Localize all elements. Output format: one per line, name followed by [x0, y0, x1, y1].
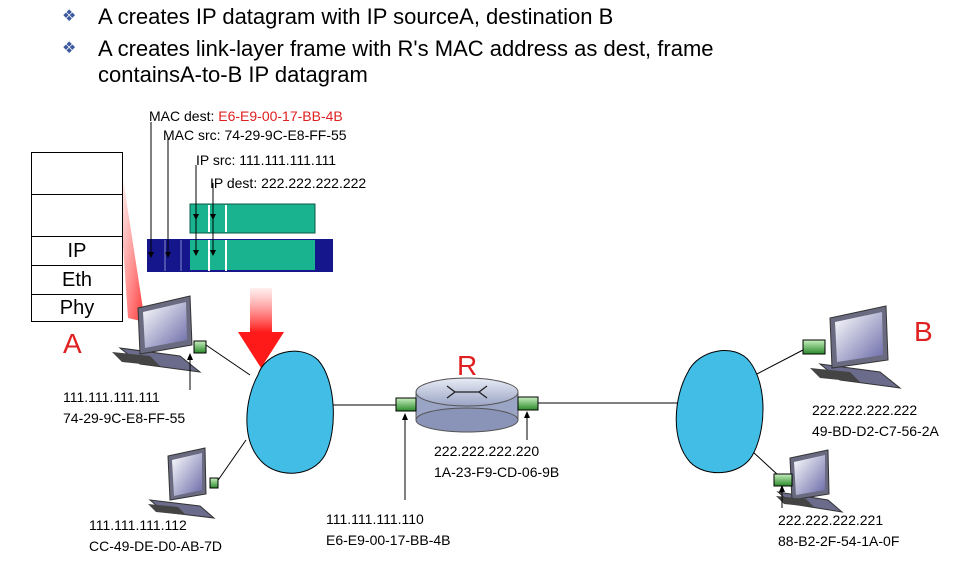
- host-a-computer-icon: [112, 295, 202, 373]
- mac-dest-prefix: MAC dest:: [149, 108, 219, 124]
- down-arrow-icon: [238, 288, 284, 368]
- router-letter: R: [457, 350, 478, 381]
- host-b-mac: 49-BD-D2-C7-56-2A: [812, 423, 939, 439]
- router-right-mac: 1A-23-F9-CD-06-9B: [434, 464, 560, 480]
- stack-layer-eth: Eth: [31, 265, 123, 294]
- host-right-lower-ip: 222.222.222.221: [778, 512, 884, 528]
- host-lower-left-nic: [209, 477, 219, 489]
- host-lower-left-computer-icon: [148, 447, 216, 519]
- bullet-2-text: A creates link-layer frame with R's MAC …: [98, 36, 714, 61]
- host-a-nic: [193, 340, 207, 354]
- router-right-ip: 222.222.222.220: [434, 443, 540, 459]
- stack-layer-ip: IP: [31, 236, 123, 265]
- host-right-lower-computer-icon: [776, 449, 844, 513]
- stack-layer-phy: Phy: [31, 294, 123, 322]
- mac-dest-value: E6-E9-00-17-BB-4B: [218, 108, 343, 124]
- host-b-letter: B: [914, 316, 933, 347]
- frame-payload-box: [190, 240, 315, 270]
- stack-to-host-pointer: [118, 172, 145, 322]
- mac-src-label: MAC src: 74-29-9C-E8-FF-55: [163, 127, 347, 143]
- mac-dest-label: MAC dest: E6-E9-00-17-BB-4B: [149, 108, 343, 124]
- router-left-mac: E6-E9-00-17-BB-4B: [326, 532, 451, 548]
- router-left-nic: [395, 397, 417, 412]
- bullet-mark-icon: ❖: [62, 40, 77, 57]
- host-a-ip: 111.111.111.111: [63, 389, 160, 405]
- bullet-mark-icon: ❖: [62, 8, 77, 25]
- host-a-mac: 74-29-9C-E8-FF-55: [63, 410, 186, 426]
- host-right-lower-mac: 88-B2-2F-54-1A-0F: [778, 533, 900, 549]
- router-right-nic: [517, 396, 539, 411]
- router-icon: [415, 377, 519, 433]
- stack-layer-application: [31, 152, 123, 194]
- host-b-computer-icon: [810, 305, 902, 389]
- host-a-letter: A: [63, 328, 82, 359]
- host-b-ip: 222.222.222.222: [812, 402, 918, 418]
- frame-diagram: [147, 122, 333, 272]
- stack-layer-transport: [31, 194, 123, 236]
- host-lower-left-ip: 111.111.111.112: [89, 517, 187, 533]
- ip-dest-label: IP dest: 222.222.222.222: [210, 175, 367, 191]
- host-b-nic: [802, 339, 826, 355]
- bullet-1-text: A creates IP datagram with IP sourceA, d…: [98, 4, 614, 29]
- left-subnet-cloud: [246, 350, 334, 474]
- bullet-2-text-line2: containsA-to-B IP datagram: [98, 62, 368, 87]
- right-subnet-cloud: [675, 350, 764, 474]
- host-right-lower-nic: [773, 473, 793, 487]
- router-left-ip: 111.111.111.110: [326, 511, 424, 527]
- ip-src-label: IP src: 111.111.111.111: [196, 152, 337, 168]
- host-lower-left-mac: CC-49-DE-D0-AB-7D: [89, 538, 223, 554]
- ip-datagram-box: [189, 203, 316, 234]
